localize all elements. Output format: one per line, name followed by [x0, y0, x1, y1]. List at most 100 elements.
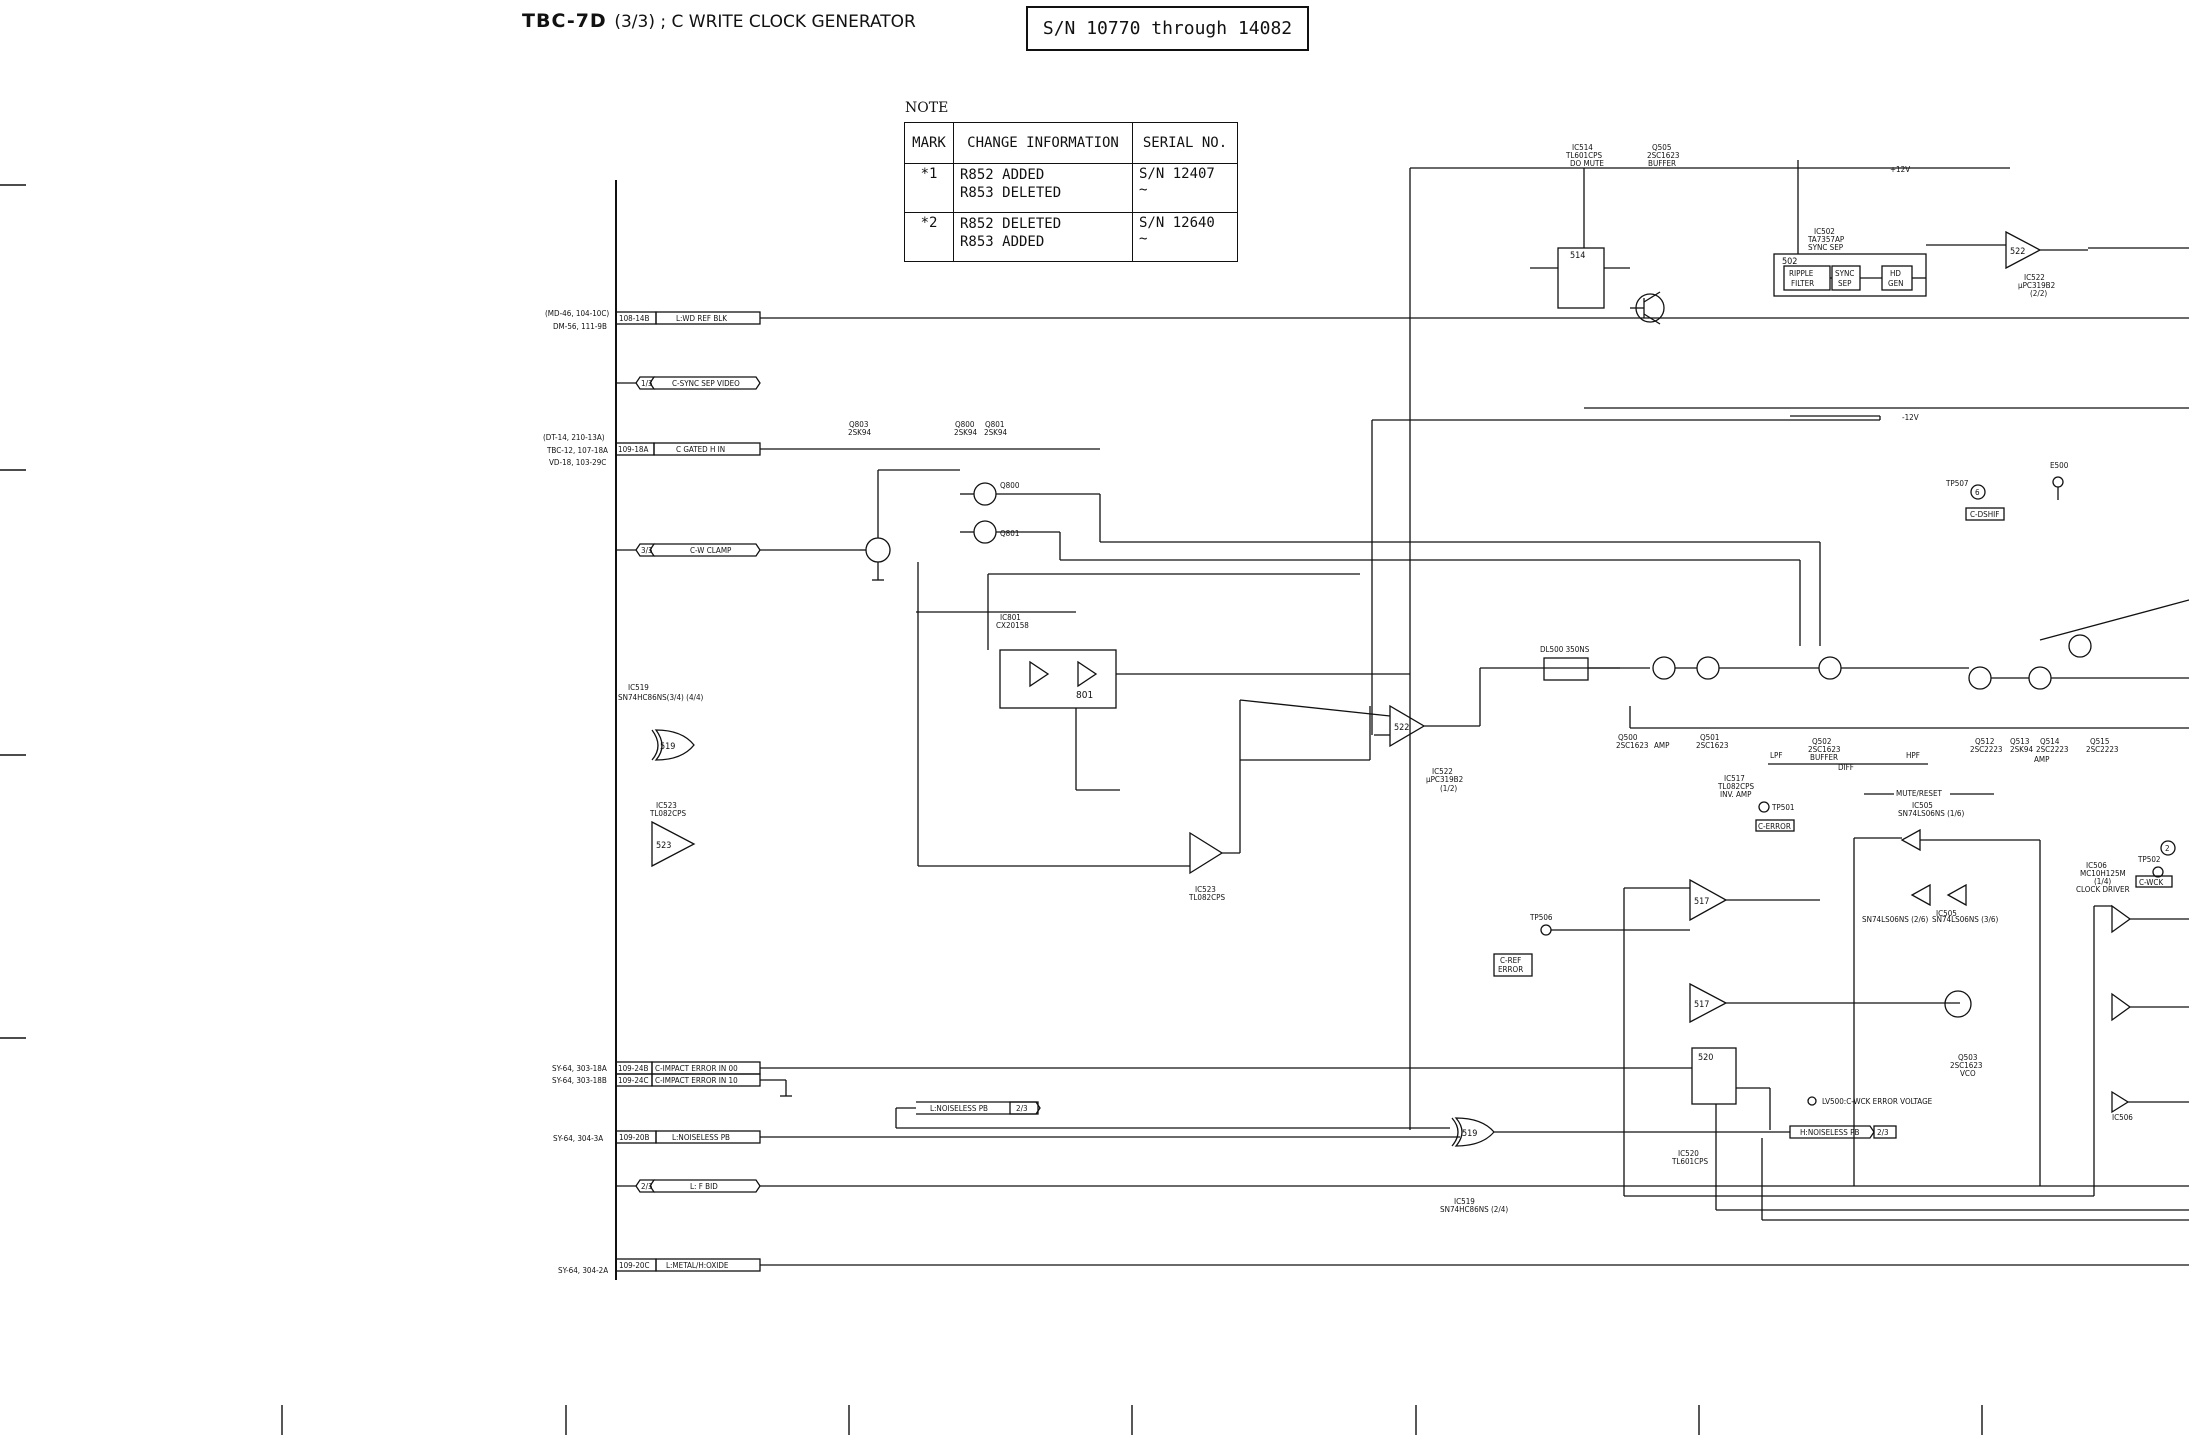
component-ref: IC523: [656, 801, 677, 810]
component-part: SN74HC86NS (2/4): [1440, 1205, 1508, 1214]
ic-unit: 520: [1698, 1053, 1713, 1063]
component-function: SYNC SEP: [1808, 243, 1844, 252]
signal-name: C-ERROR: [1758, 822, 1791, 831]
signal-name: C-WCK: [2139, 878, 2163, 887]
note-mark: *2: [904, 212, 954, 262]
ic-unit: 519: [660, 742, 675, 752]
component-ref: TP502: [2137, 855, 2160, 864]
component-ref: Q500: [1618, 733, 1638, 742]
function-label: AMP: [2034, 755, 2050, 764]
ic519-xor-bottom: 519 IC519 SN74HC86NS (2/4) H:NOISELESS P…: [1440, 1117, 1897, 1214]
page-ref: 2/3: [641, 1182, 653, 1191]
component-part: TA7357AP: [1807, 235, 1845, 244]
input-csync: 1/3 C-SYNC SEP VIDEO: [616, 376, 761, 390]
component-part: 2SK94: [2010, 745, 2033, 754]
input-cimpact: SY-64, 303-18A SY-64, 303-18B 109-24B C-…: [552, 1061, 1640, 1097]
component-part: 2SC2223: [2036, 745, 2069, 754]
note-mark: *1: [904, 163, 954, 213]
component-ref: Q505: [1652, 143, 1671, 152]
ic505-mute-reset: MUTE/RESET IC505 SN74LS06NS (1/6) SN74LS…: [1853, 789, 2041, 1186]
e500-test-point: E500: [2050, 461, 2069, 500]
input-lfbid: 2/3 L: F BID: [616, 1179, 2189, 1193]
block-label: GEN: [1888, 279, 1904, 288]
component-ref: DL500 350NS: [1540, 645, 1590, 654]
component-part: MC10H125M: [2080, 869, 2126, 878]
component-part: μPC319B2: [2018, 281, 2055, 290]
component-function: BUFFER: [1648, 159, 1676, 168]
note-col-serial: SERIAL NO.: [1132, 122, 1238, 164]
input-lmetal: SY-64, 304-2A 109-20C L:METAL/H:OXIDE: [558, 1258, 2189, 1275]
component-ref: IC523: [1195, 885, 1216, 894]
note-change-line: R852 ADDED: [960, 167, 1045, 183]
note-serial: S/N 12640 ~: [1132, 212, 1238, 262]
input-lwd-ref: (MD-46, 104-10C) DM-56, 111-9B 108-14B L…: [545, 309, 2189, 331]
connector-pin: 109-18A: [618, 445, 648, 454]
ref-label: SY-64, 303-18B: [552, 1076, 607, 1085]
component-part: TL082CPS: [1717, 782, 1755, 791]
component-part: μPC319B2: [1426, 775, 1463, 784]
ic-unit: 522: [2010, 247, 2025, 257]
component-ref: Q515: [2090, 737, 2109, 746]
ic-unit: 522: [1394, 723, 1409, 733]
ref-label: VD-18, 103-29C: [549, 458, 606, 467]
signal-name: L:WD REF BLK: [676, 314, 727, 323]
component-ref: Q501: [1700, 733, 1719, 742]
component-part: TL601CPS: [1565, 151, 1603, 160]
component-ref: IC801: [1000, 613, 1021, 622]
svg-text:Q800: Q800: [1000, 481, 1020, 490]
input-lnoiseless: SY-64, 304-3A 109-20B L:NOISELESS PB L:N…: [553, 1101, 1460, 1144]
note-change-line: R852 DELETED: [960, 216, 1062, 232]
connector-pin: 109-20B: [619, 1133, 649, 1142]
function-label: LPF: [1770, 751, 1783, 760]
ref-label: SY-64, 304-2A: [558, 1266, 608, 1275]
component-ref: IC517: [1724, 774, 1745, 783]
note-row: *2 R852 DELETED R853 ADDED S/N 12640 ~: [904, 212, 1238, 262]
component-ref: TP506: [1529, 913, 1553, 922]
ic502-sync-sep: IC502 TA7357AP SYNC SEP 502 RIPPLE FILTE…: [1773, 227, 1927, 297]
component-ref: IC522: [2024, 273, 2045, 282]
signal-name: C-IMPACT ERROR IN 10: [655, 1076, 738, 1085]
component-ref: IC520: [1678, 1149, 1699, 1158]
component-function: INV. AMP: [1720, 790, 1752, 799]
svg-text:+12V: +12V: [1890, 165, 1910, 174]
connector-pin: 109-24B: [618, 1064, 648, 1073]
change-note-table: MARK CHANGE INFORMATION SERIAL NO. *1 R8…: [904, 122, 1238, 262]
title-sub: (3/3) ; C WRITE CLOCK GENERATOR: [614, 12, 916, 32]
signal-name: C-W CLAMP: [690, 546, 732, 555]
block-label: FILTER: [1791, 279, 1814, 288]
ic-unit: 517: [1694, 1000, 1709, 1010]
note-change: R852 DELETED R853 ADDED: [953, 212, 1133, 262]
signal-name: C-DSHIF: [1970, 510, 1999, 519]
component-part: 2SC1623: [1696, 741, 1729, 750]
ic-unit: 801: [1076, 690, 1093, 701]
ic-unit: 523: [656, 841, 671, 851]
page-ref: 2/3: [1016, 1104, 1028, 1113]
ref-label: TBC-12, 107-18A: [546, 446, 608, 455]
note-change-line: R853 ADDED: [960, 234, 1045, 250]
component-ref: Q513: [2010, 737, 2029, 746]
component-function: (1/4): [2094, 877, 2111, 886]
top-rails: +12V -12V: [1371, 160, 2189, 1130]
function-label: DIFF: [1838, 763, 1854, 772]
signal-name: C-IMPACT ERROR IN 00: [655, 1064, 738, 1073]
svg-text:6: 6: [1975, 488, 1980, 497]
component-part: 2SK94: [954, 428, 977, 437]
component-ref: TP501: [1771, 803, 1794, 812]
page-title: TBC-7D (3/3) ; C WRITE CLOCK GENERATOR: [522, 10, 916, 32]
page-ref: 1/3: [641, 379, 653, 388]
component-part: SN74LS06NS (1/6): [1898, 809, 1964, 818]
note-col-mark: MARK: [904, 122, 954, 164]
ic-unit: 517: [1694, 897, 1709, 907]
signal-name: C-SYNC SEP VIDEO: [672, 379, 740, 388]
component-ref: E500: [2050, 461, 2069, 470]
ref-label: (MD-46, 104-10C): [545, 309, 609, 318]
ic522-comparator-lower: 522 IC522 μPC319B2 (1/2): [1239, 667, 1620, 793]
signal-name: L:NOISELESS PB: [930, 1104, 988, 1113]
interconnect-nets: [1240, 416, 2189, 1221]
ref-label: DM-56, 111-9B: [553, 322, 607, 331]
ic514-do-mute: IC514 TL601CPS DO MUTE 514: [1530, 143, 1630, 309]
signal-name: L: F BID: [690, 1182, 718, 1191]
serial-range-box: S/N 10770 through 14082: [1026, 6, 1309, 51]
function-label: HPF: [1906, 751, 1920, 760]
